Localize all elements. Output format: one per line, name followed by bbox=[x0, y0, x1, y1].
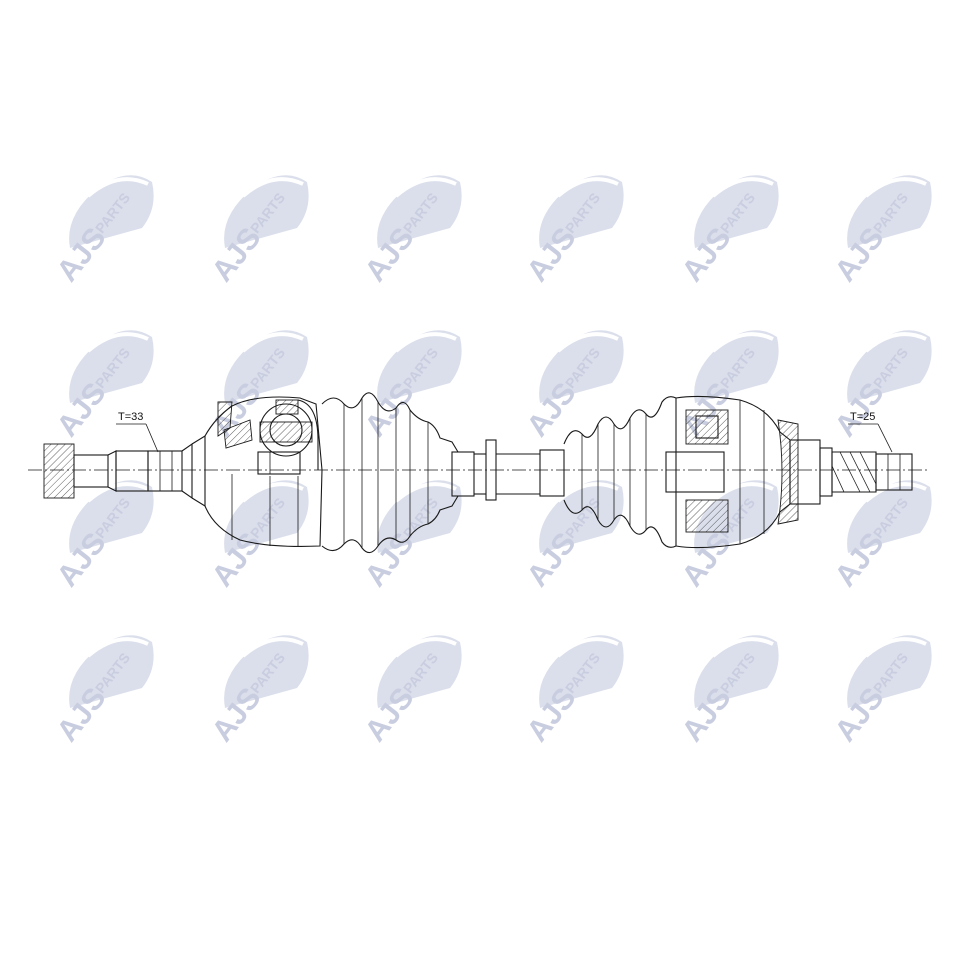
left-spline-stub bbox=[43, 442, 193, 500]
shaft-bar bbox=[474, 439, 540, 501]
right-boot bbox=[539, 396, 677, 548]
right-cv-joint bbox=[665, 395, 833, 549]
drive-shaft: T=33 T=25 bbox=[28, 392, 928, 554]
leader-right-arrow bbox=[877, 423, 893, 453]
spline-count-right: T=25 bbox=[850, 411, 875, 423]
left-boot bbox=[321, 392, 475, 554]
left-cv-joint bbox=[191, 396, 323, 547]
spline-annotations: T=33 T=25 bbox=[116, 411, 893, 453]
spline-count-left: T=33 bbox=[118, 411, 143, 423]
leader-left-arrow bbox=[145, 423, 159, 453]
right-spline-stub bbox=[831, 451, 913, 493]
